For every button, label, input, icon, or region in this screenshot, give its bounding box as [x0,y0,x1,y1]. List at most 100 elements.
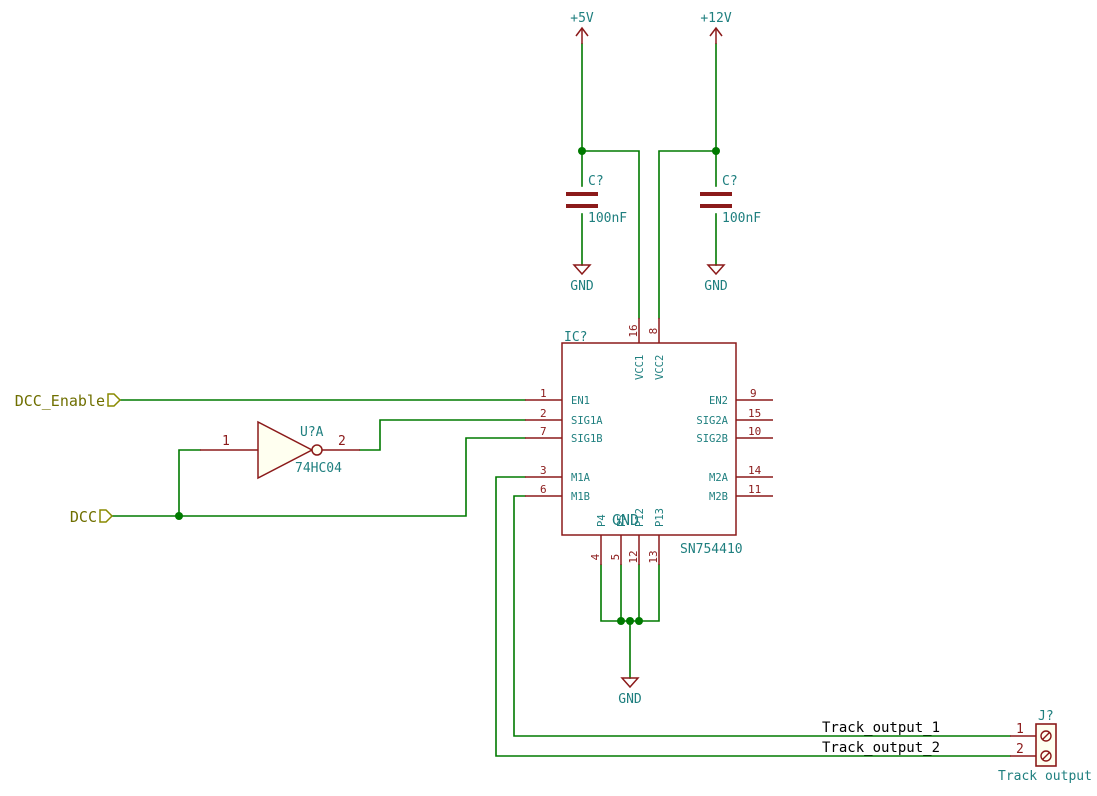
inverter-triangle [257,420,314,480]
driver-pin-en1: 1 EN1 [525,387,590,407]
driver-pin-p13: 13 P13 [647,508,666,565]
driver-pin-m1a-name: M1A [571,472,591,484]
driver-pin-sig2b-name: SIG2B [696,433,728,445]
driver-pin-vcc1: 16 VCC1 [627,318,646,380]
junction-12v [712,147,720,155]
driver-pin-m2a-num: 14 [748,464,762,477]
wire-inv-to-sig1a [359,419,526,451]
driver-pin-sig1a-num: 2 [540,407,547,420]
driver-pin-en1-num: 1 [540,387,547,400]
driver-pin-vcc2-num: 8 [647,328,660,335]
capacitor-2: C? 100nF [700,174,761,226]
driver-pin-sig2b: 10 SIG2B [696,425,773,445]
capacitor-1-value: 100nF [588,211,627,226]
inverter-value: 74HC04 [295,461,342,476]
driver-pin-en2: 9 EN2 [709,387,773,407]
wires [111,43,1011,757]
connector-pin-2: 2 [1016,742,1024,757]
driver-pin-vcc1-name: VCC1 [634,355,646,380]
gnd-label-driver: GND [618,692,642,707]
power-12v-label: +12V [700,11,731,26]
junctions [175,147,720,625]
port-dcc-enable: DCC_Enable [15,392,122,410]
driver-pin-sig2b-num: 10 [748,425,761,438]
power-5v-label: +5V [570,11,594,26]
wire-dcc-to-sig1b [111,437,526,517]
driver-pin-m2b-name: M2B [709,491,728,503]
driver-value: SN754410 [680,542,743,557]
gnd-label-cap1: GND [570,279,594,294]
driver-pin-en2-name: EN2 [709,395,728,407]
power-12v-symbol: +12V [700,11,732,44]
driver-pin-en2-num: 9 [750,387,757,400]
connector-pin-1: 1 [1016,722,1024,737]
screw-terminal-connector: 1 2 J? Track output [998,709,1092,784]
gnd-symbol-cap1: GND [570,264,594,294]
wire-5v-to-vcc1 [581,150,640,319]
junction-gnd-b [626,617,634,625]
driver-pin-p5-num: 5 [609,554,622,561]
driver-pin-p12-num: 12 [627,550,640,563]
driver-pin-m2b: 11 M2B [709,483,773,503]
junction-gnd-a [617,617,625,625]
connector-body [1035,723,1057,767]
gnd-symbol-driver: GND [618,677,642,707]
port-dcc-flag [99,509,114,523]
driver-pin-sig2a: 15 SIG2A [696,407,773,427]
gnd-label-cap2: GND [704,279,728,294]
driver-pin-m2a-name: M2A [709,472,729,484]
driver-pin-m1a-num: 3 [540,464,547,477]
junction-dcc [175,512,183,520]
driver-pin-p12-name: P12 [634,508,646,527]
driver-pin-p5-name: P5 [616,514,628,527]
driver-pin-m1b-name: M1B [571,491,590,503]
wire-12v-to-vcc2 [658,150,717,319]
driver-pin-m2a: 14 M2A [709,464,773,484]
wire-gnd-bus [600,564,660,622]
screw-icon [1040,750,1052,762]
driver-pin-p13-name: P13 [654,508,666,527]
driver-pin-m1b-num: 6 [540,483,547,496]
driver-pin-vcc2: 8 VCC2 [647,318,666,380]
port-dcc-enable-flag [107,393,122,407]
driver-ic: IC? SN754410 16 VCC1 8 VCC2 1 EN1 2 SIG1… [525,318,773,565]
driver-pin-p5: 5 P5 [609,514,628,565]
net-label-track-output-2: Track_output_2 [822,740,940,756]
driver-pin-sig2a-num: 15 [748,407,761,420]
driver-pin-p4-name: P4 [596,514,608,527]
inverter-ref: U?A [300,425,324,440]
driver-pin-en1-name: EN1 [571,395,590,407]
port-dcc-label: DCC [70,508,97,526]
net-label-track-output-1: Track_output_1 [822,720,940,736]
driver-pin-p12: 12 P12 [627,508,646,565]
connector-value: Track output [998,769,1092,784]
junction-5v [578,147,586,155]
driver-pin-sig2a-name: SIG2A [696,415,728,427]
driver-pin-m2b-num: 11 [748,483,761,496]
driver-ref: IC? [564,330,587,345]
driver-pin-p4-num: 4 [589,553,602,560]
driver-pin-sig1b: 7 SIG1B [525,425,603,445]
driver-pin-vcc1-num: 16 [627,324,640,337]
driver-pin-sig1a-name: SIG1A [571,415,603,427]
junction-gnd-c [635,617,643,625]
inverter-pin-out: 2 [338,434,346,449]
inverter-gate: 1 2 U?A 74HC04 [200,420,360,480]
driver-pin-m1a: 3 M1A [525,464,591,484]
wire-track-output-2 [495,476,1011,757]
driver-pin-vcc2-name: VCC2 [654,355,666,380]
screw-icon [1040,730,1052,742]
inverter-bubble [311,444,323,456]
wire-track-output-1 [513,495,1011,737]
capacitor-1: C? 100nF [566,174,627,226]
driver-pin-p4: 4 P4 [589,514,608,565]
capacitor-2-value: 100nF [722,211,761,226]
gnd-symbol-cap2: GND [704,264,728,294]
power-5v-symbol: +5V [570,11,594,44]
driver-pin-sig1b-name: SIG1B [571,433,603,445]
driver-pin-sig1b-num: 7 [540,425,547,438]
inverter-pin-in: 1 [222,434,230,449]
driver-gnd-label: GND [612,511,639,529]
driver-body [561,342,737,536]
